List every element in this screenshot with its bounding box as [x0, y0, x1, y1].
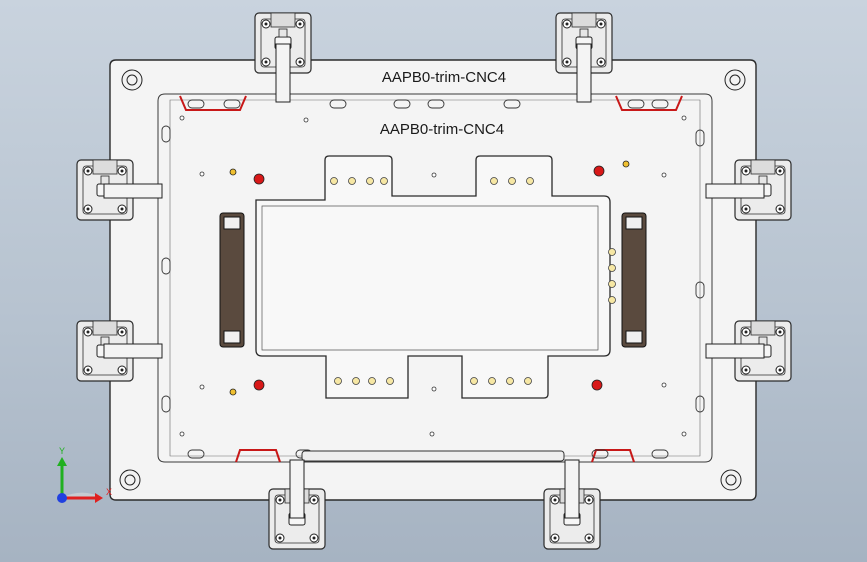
- clamp-bottom-right[interactable]: [543, 459, 601, 550]
- clamp-top-left[interactable]: [254, 12, 312, 103]
- inner-plate-outline: [157, 93, 713, 463]
- nest-pins: [330, 177, 616, 385]
- clamp-right-lower[interactable]: [705, 320, 792, 382]
- x-axis-label: X: [106, 487, 112, 497]
- engraved-label-inner: AAPB0-trim-CNC4: [380, 121, 504, 138]
- part-nest: [255, 155, 611, 399]
- support-pads: [219, 212, 647, 348]
- bottom-rail: [301, 450, 565, 462]
- edge-slots: [161, 99, 705, 459]
- clamp-bottom-left[interactable]: [268, 459, 326, 550]
- z-axis-dot: [57, 493, 67, 503]
- locator-pins: [229, 160, 630, 396]
- corner-bolt-icon: [119, 69, 746, 491]
- axis-triad: X Y: [57, 446, 112, 503]
- engraved-label-top: AAPB0-trim-CNC4: [382, 69, 506, 86]
- small-holes: [179, 115, 687, 437]
- clamp-right-upper[interactable]: [705, 159, 792, 221]
- y-axis-label: Y: [59, 446, 65, 456]
- seal-strips: [179, 95, 683, 463]
- clamp-left-upper[interactable]: [76, 159, 163, 221]
- clamp-left-lower[interactable]: [76, 320, 163, 382]
- clamp-top-right[interactable]: [555, 12, 613, 103]
